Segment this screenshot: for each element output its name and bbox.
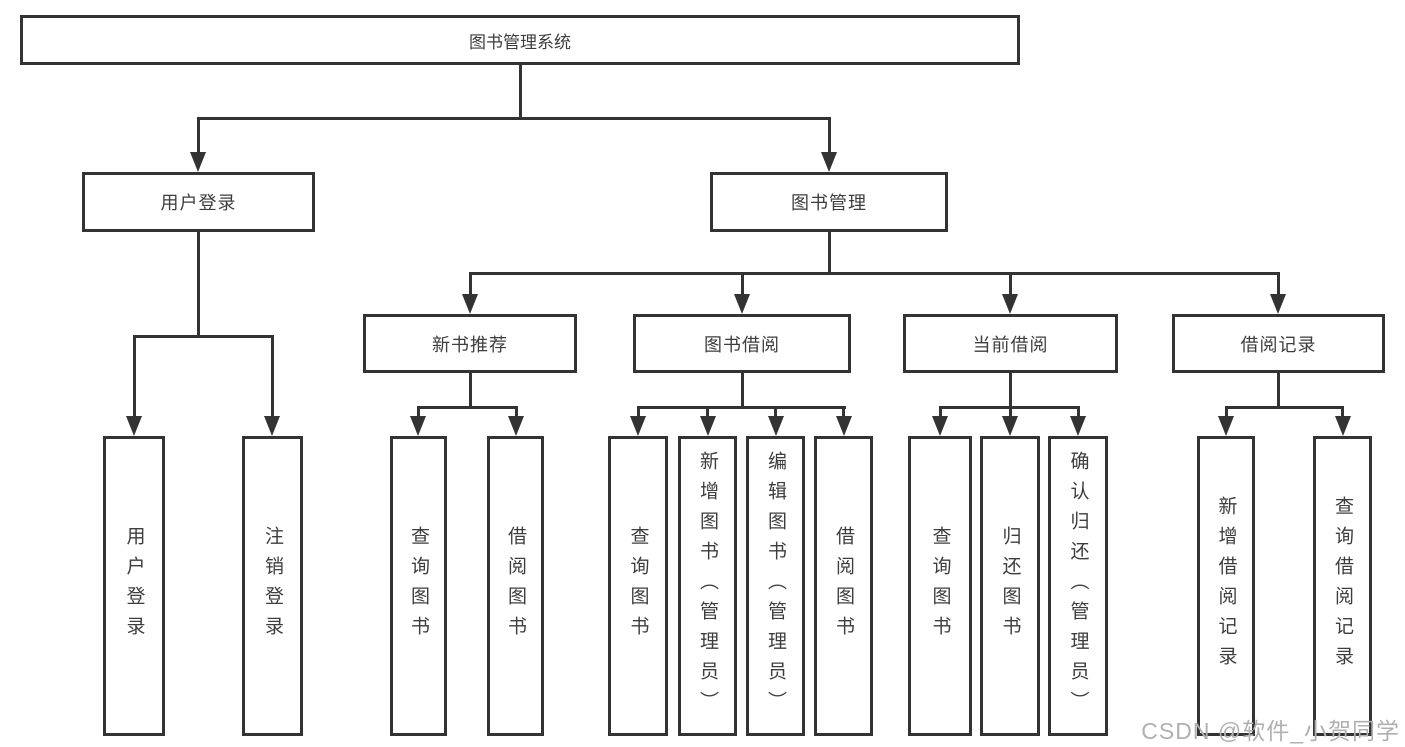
connector-arrow <box>1334 406 1351 436</box>
leaf-query-books-borrow: 查询图书 <box>608 436 668 736</box>
node-label: 借阅图书 <box>833 526 854 646</box>
connector-arrow <box>1270 272 1286 314</box>
node-label: 归还图书 <box>999 526 1021 646</box>
leaf-add-borrow-record: 新增借阅记录 <box>1197 436 1255 736</box>
leaf-return-books: 归还图书 <box>980 436 1040 736</box>
connector-line <box>196 117 830 120</box>
node-label: 图书管理系统 <box>469 32 571 52</box>
connector-arrow <box>821 117 837 172</box>
connector-arrow <box>410 406 426 436</box>
connector-arrow <box>835 406 852 436</box>
node-label: 图书管理 <box>791 193 867 213</box>
node-book-management: 图书管理 <box>710 172 948 232</box>
connector-line <box>827 232 831 275</box>
leaf-edit-book-admin: 编辑图书（管理员） <box>746 436 805 736</box>
node-label: 当前借阅 <box>972 334 1049 355</box>
node-book-borrow: 图书借阅 <box>633 314 851 373</box>
connector-line <box>468 373 472 409</box>
leaf-borrow-books: 借阅图书 <box>814 436 873 736</box>
leaf-query-books-recommend: 查询图书 <box>390 436 447 736</box>
connector-arrow <box>630 406 646 436</box>
node-label: 新增借阅记录 <box>1215 496 1237 676</box>
connector-arrow <box>1002 406 1018 436</box>
connector-line <box>416 406 518 409</box>
node-label: 编辑图书（管理员） <box>765 451 786 721</box>
connector-arrow <box>767 406 784 436</box>
leaf-query-borrow-record: 查询借阅记录 <box>1313 436 1372 736</box>
leaf-query-books-current: 查询图书 <box>908 436 972 736</box>
connector-line <box>196 232 200 338</box>
node-label: 用户登录 <box>123 526 145 646</box>
node-label: 新增图书（管理员） <box>697 451 718 721</box>
leaf-add-book-admin: 新增图书（管理员） <box>678 436 737 736</box>
node-new-book-recommend: 新书推荐 <box>363 314 577 373</box>
connector-line <box>518 65 522 120</box>
node-label: 借阅记录 <box>1240 334 1317 355</box>
connector-line <box>740 373 744 409</box>
node-borrow-records: 借阅记录 <box>1172 314 1385 373</box>
node-label: 查询图书 <box>627 526 649 646</box>
connector-arrow <box>734 272 750 314</box>
leaf-confirm-return-admin: 确认归还（管理员） <box>1048 436 1108 736</box>
connector-arrow <box>1218 406 1234 436</box>
node-label: 注销登录 <box>262 526 283 646</box>
node-label: 查询图书 <box>929 526 951 646</box>
node-label: 用户登录 <box>160 193 237 213</box>
connector-arrow <box>190 117 206 172</box>
connector-line <box>1008 373 1012 409</box>
connector-arrow <box>699 406 716 436</box>
connector-line <box>636 406 846 409</box>
leaf-borrow-books-recommend: 借阅图书 <box>487 436 544 736</box>
connector-arrow <box>508 406 524 436</box>
node-current-borrow: 当前借阅 <box>903 314 1118 373</box>
node-label: 借阅图书 <box>505 526 526 646</box>
connector-line <box>132 335 274 338</box>
connector-arrow <box>1002 272 1018 314</box>
connector-arrow <box>264 335 280 436</box>
node-label: 新书推荐 <box>432 334 508 355</box>
node-label: 图书借阅 <box>704 334 780 355</box>
connector-line <box>468 272 1280 275</box>
connector-arrow <box>1070 406 1086 436</box>
node-user-login: 用户登录 <box>82 172 315 232</box>
csdn-watermark: CSDN @软件_小贺同学 <box>1141 718 1400 744</box>
node-label: 确认归还（管理员） <box>1067 451 1089 721</box>
connector-line <box>1276 373 1280 409</box>
node-book-management-system: 图书管理系统 <box>20 15 1020 65</box>
leaf-user-login: 用户登录 <box>103 436 165 736</box>
node-label: 查询图书 <box>408 526 429 646</box>
connector-arrow <box>932 406 948 436</box>
connector-arrow <box>126 335 142 436</box>
connector-arrow <box>462 272 478 314</box>
connector-line <box>1224 406 1344 409</box>
node-label: 查询借阅记录 <box>1332 496 1353 676</box>
leaf-logout: 注销登录 <box>242 436 303 736</box>
